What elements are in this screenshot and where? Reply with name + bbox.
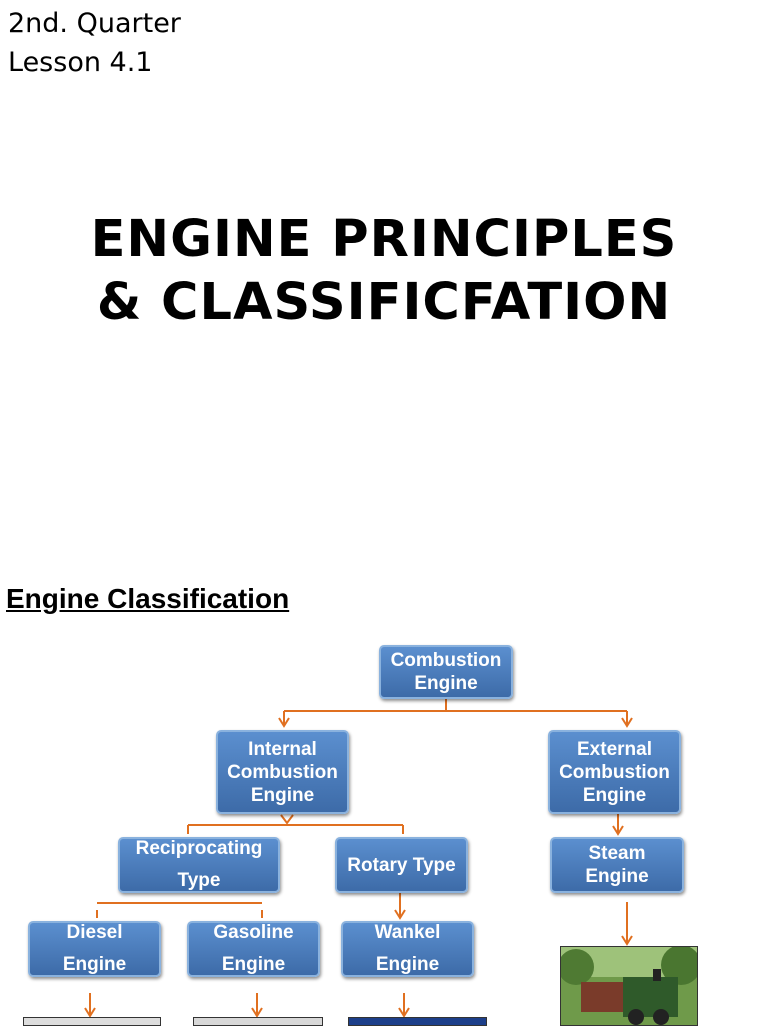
node-reciprocating-type: Reciprocating Type xyxy=(118,837,280,893)
node-gasoline-engine: Gasoline Engine xyxy=(187,921,320,977)
page-title: ENGINE PRINCIPLES & CLASSIFICFATION xyxy=(0,208,768,334)
diesel-engine-photo xyxy=(23,1017,161,1026)
arrow-internal-down xyxy=(280,814,294,825)
arrow-to-diesel-photo xyxy=(84,1007,96,1018)
arrow-to-steam-photo xyxy=(621,935,633,946)
arrow-to-wankel xyxy=(394,909,406,920)
gasoline-engine-photo xyxy=(193,1017,323,1026)
arrow-to-wankel-photo xyxy=(398,1007,410,1018)
node-steam-engine: Steam Engine xyxy=(550,837,684,893)
node-diesel-engine: Diesel Engine xyxy=(28,921,161,977)
quarter-label: 2nd. Quarter xyxy=(8,8,181,39)
arrow-to-external xyxy=(621,717,633,728)
section-heading: Engine Classification xyxy=(6,583,290,614)
title-line-2: & CLASSIFICFATION xyxy=(96,273,672,332)
lesson-label: Lesson 4.1 xyxy=(8,47,153,78)
arrow-to-gasoline-photo xyxy=(251,1007,263,1018)
steam-locomotive-photo xyxy=(560,946,698,1026)
title-line-1: ENGINE PRINCIPLES xyxy=(90,210,678,269)
arrow-to-internal xyxy=(278,717,290,728)
arrow-to-steam xyxy=(612,825,624,836)
node-rotary-type: Rotary Type xyxy=(335,837,468,893)
wankel-engine-photo xyxy=(348,1017,487,1026)
node-external-combustion-engine: External Combustion Engine xyxy=(548,730,681,814)
node-wankel-engine: Wankel Engine xyxy=(341,921,474,977)
node-combustion-engine: Combustion Engine xyxy=(379,645,513,699)
node-internal-combustion-engine: Internal Combustion Engine xyxy=(216,730,349,814)
